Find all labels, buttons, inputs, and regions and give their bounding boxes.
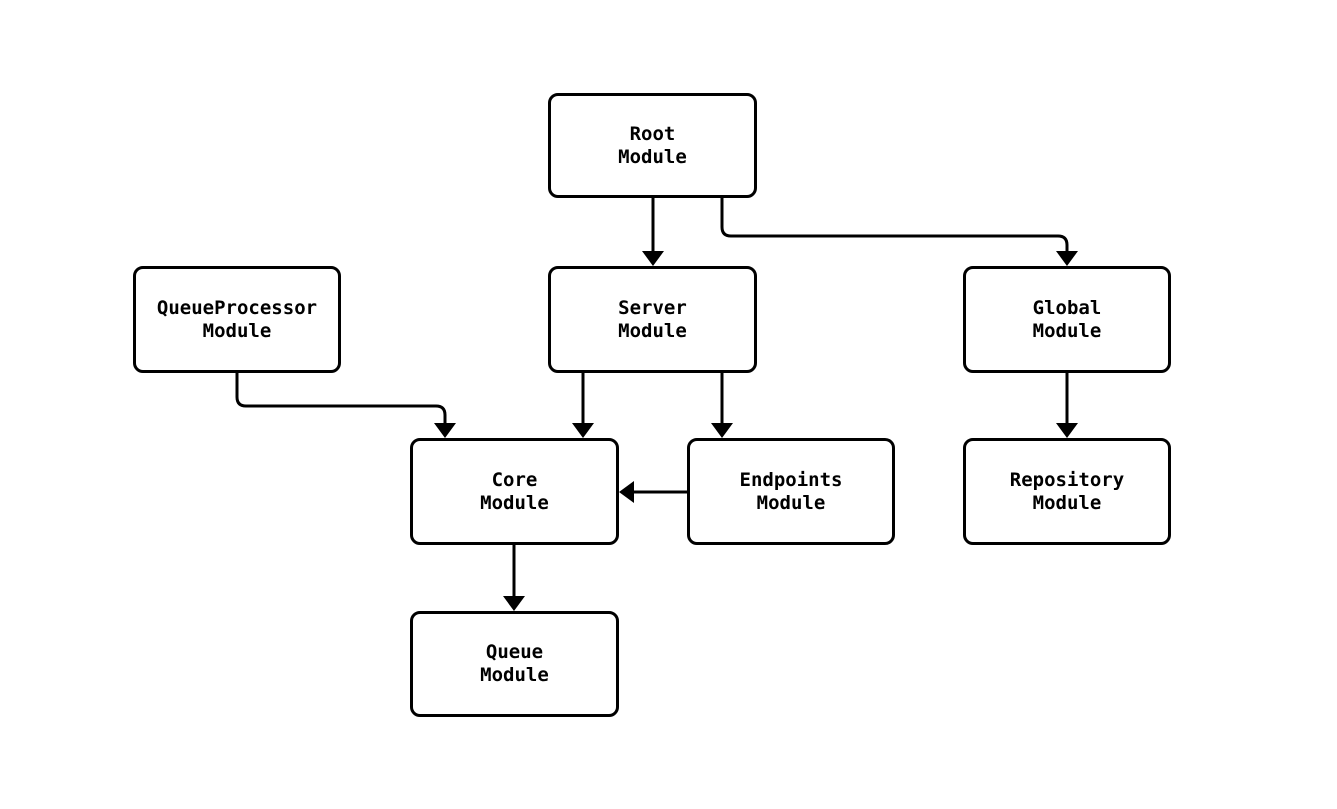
arrowhead-global-to-repository	[1056, 423, 1078, 438]
node-label-line: Module	[480, 664, 549, 686]
node-label-line: Repository	[1009, 468, 1125, 491]
node-label-line: Endpoints	[739, 468, 843, 491]
node-queue-module: Queue Module	[410, 611, 619, 717]
node-label-line: Server	[618, 296, 687, 319]
node-label-line: QueueProcessor	[156, 296, 318, 319]
arrowhead-queueprocessor-to-core	[434, 423, 456, 438]
node-server-module: Server Module	[548, 266, 757, 373]
node-label-line: Queue	[485, 641, 544, 663]
node-repository-module: Repository Module	[963, 438, 1171, 545]
arrowhead-root-to-server	[642, 251, 664, 266]
node-label-line: Module	[618, 319, 687, 342]
arrowhead-server-to-endpoints	[711, 423, 733, 438]
node-label-line: Root	[629, 122, 676, 145]
node-global-module: Global Module	[963, 266, 1171, 373]
edge-queueprocessor-to-core	[235, 373, 447, 423]
node-label-line: Module	[480, 491, 549, 514]
node-endpoints-module: Endpoints Module	[687, 438, 895, 545]
node-label-line: Module	[1032, 491, 1102, 514]
node-queueprocessor-module: QueueProcessor Module	[133, 266, 341, 373]
node-label-line: Module	[1032, 319, 1102, 342]
node-label-line: Core	[491, 468, 538, 491]
arrowhead-endpoints-to-core	[619, 481, 634, 503]
arrowhead-core-to-queue	[503, 596, 525, 611]
node-label-line: Module	[618, 145, 687, 168]
edge-root-to-global	[720, 198, 1069, 251]
node-label-line: Module	[756, 491, 826, 514]
arrowhead-server-to-core	[572, 423, 594, 438]
node-core-module: Core Module	[410, 438, 619, 545]
node-label-line: Module	[202, 319, 272, 342]
arrowhead-root-to-global	[1056, 251, 1078, 266]
node-label-line: Global	[1032, 296, 1102, 319]
node-root-module: Root Module	[548, 93, 757, 198]
